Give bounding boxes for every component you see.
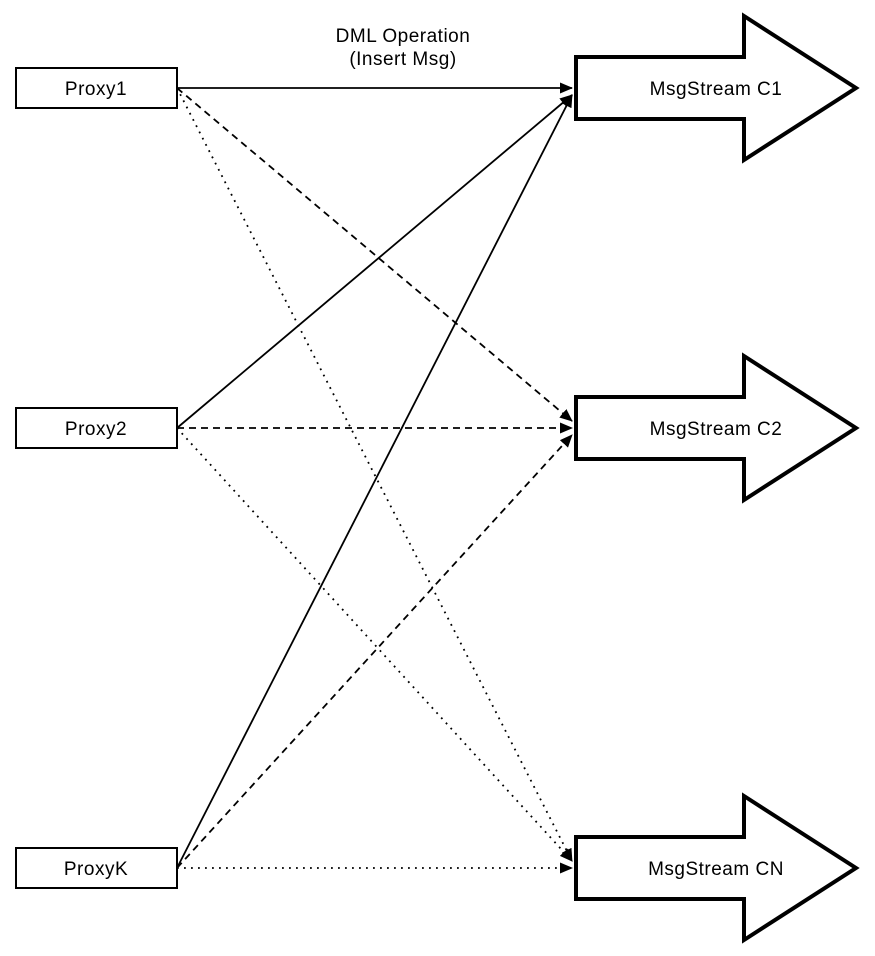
edge-proxy2-msgstream-c1 [176,94,573,429]
edge-proxy2-msgstream-cn [176,427,573,862]
diagram-title-line2: (Insert Msg) [349,49,456,70]
proxy2-label: Proxy2 [65,419,127,440]
msgstream-c1-arrow [574,12,860,164]
edge-proxy1-msgstream-c2 [176,87,573,422]
msgstream-cn-arrow [574,792,860,944]
proxyk-label: ProxyK [64,859,128,880]
proxy1-label: Proxy1 [65,79,127,100]
proxy2-box [15,407,178,449]
msgstream-c1-label: MsgStream C1 [650,79,783,100]
proxy1-box [15,67,178,109]
msgstream-node-c2: MsgStream C2 [574,352,860,504]
edges-layer [176,82,573,874]
msgstream-cn-label: MsgStream CN [648,859,784,880]
proxy-node-2: Proxy2 [15,407,178,449]
msgstream-c2-arrow [574,352,860,504]
edge-proxyk-msgstream-c1 [176,94,573,869]
msgstream-node-cn: MsgStream CN [574,792,860,944]
proxy-node-k: ProxyK [15,847,178,889]
diagram-title-line1: DML Operation [336,26,471,47]
msgstream-node-c1: MsgStream C1 [574,12,860,164]
msgstream-c2-label: MsgStream C2 [650,419,783,440]
proxyk-box [15,847,178,889]
edge-proxyk-msgstream-c2 [176,434,573,869]
proxy-node-1: Proxy1 [15,67,178,109]
edge-proxy1-msgstream-cn [176,87,573,862]
